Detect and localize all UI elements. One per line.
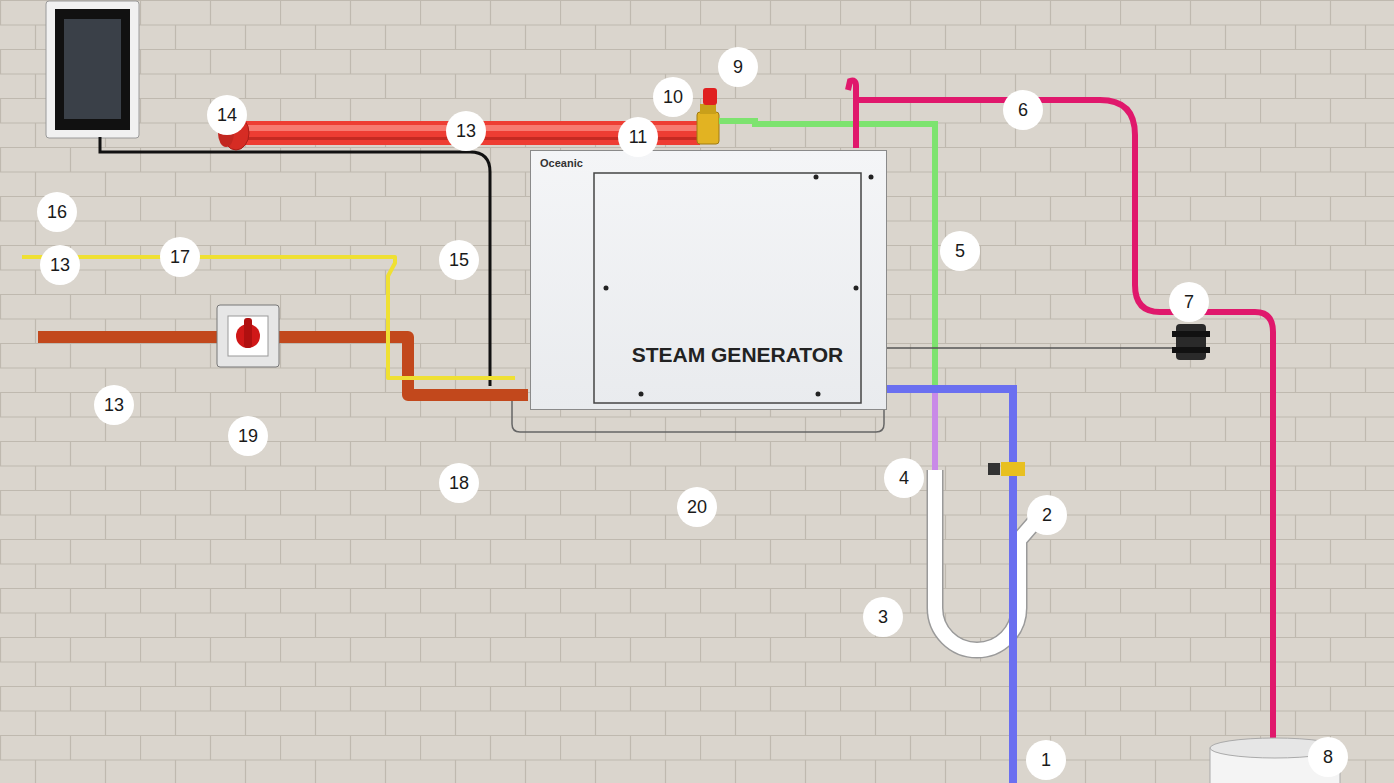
- isolator-switch: [217, 305, 279, 367]
- callout-number: 20: [687, 497, 707, 518]
- steam-generator-box: OceanicSTEAM GENERATOR: [530, 150, 887, 410]
- callout-circle: 4: [884, 458, 924, 498]
- callout-number: 18: [449, 473, 469, 494]
- callout-circle: 8: [1308, 737, 1348, 777]
- callout-number: 13: [456, 121, 476, 142]
- callout-circle: 13: [94, 385, 134, 425]
- callout-circle: 11: [618, 117, 658, 157]
- solenoid-valve: [1172, 324, 1210, 360]
- callout-number: 3: [878, 607, 888, 628]
- callout-circle: 1: [1026, 740, 1066, 780]
- callout-number: 13: [50, 255, 70, 276]
- callout-number: 14: [217, 105, 237, 126]
- callout-number: 1: [1041, 750, 1051, 771]
- water-inlet-riser: [848, 81, 856, 148]
- main-drain-pipe: [880, 389, 1013, 783]
- callout-number: 8: [1323, 747, 1333, 768]
- drain-pipe: [932, 392, 938, 472]
- callout-circle: 10: [653, 77, 693, 117]
- callout-circle: 3: [863, 597, 903, 637]
- callout-number: 11: [629, 127, 648, 148]
- callout-number: 6: [1018, 100, 1028, 121]
- safety-valve: [697, 88, 719, 144]
- control-panel: [46, 1, 139, 138]
- callout-number: 10: [663, 87, 683, 108]
- callout-number: 2: [1042, 505, 1052, 526]
- callout-circle: 13: [446, 111, 486, 151]
- callout-circle: 19: [228, 416, 268, 456]
- water-supply-pipe: [858, 100, 1273, 752]
- callout-circle: 7: [1169, 282, 1209, 322]
- callout-number: 19: [238, 426, 258, 447]
- callout-circle: 9: [718, 47, 758, 87]
- callout-number: 5: [955, 241, 965, 262]
- unit-name: STEAM GENERATOR: [594, 343, 881, 367]
- callout-circle: 14: [207, 95, 247, 135]
- callout-circle: 20: [677, 487, 717, 527]
- control-cable: [100, 137, 490, 386]
- callout-circle: 13: [40, 245, 80, 285]
- trap-outline: [935, 470, 1045, 650]
- drain-trap: [935, 470, 1045, 650]
- callout-number: 13: [104, 395, 124, 416]
- callout-circle: 17: [160, 237, 200, 277]
- callout-number: 15: [449, 250, 469, 271]
- callout-circle: 18: [439, 463, 479, 503]
- callout-circle: 2: [1027, 495, 1067, 535]
- callout-circle: 15: [439, 240, 479, 280]
- callout-circle: 6: [1003, 90, 1043, 130]
- callout-number: 16: [47, 202, 67, 223]
- front-panel: [531, 151, 886, 409]
- callout-circle: 16: [37, 192, 77, 232]
- callout-number: 7: [1184, 292, 1194, 313]
- pipe-clamp: [988, 462, 1025, 476]
- callout-number: 4: [899, 468, 909, 489]
- brand-label: Oceanic: [540, 157, 583, 169]
- callout-circle: 5: [940, 231, 980, 271]
- earth-wire: [22, 257, 515, 378]
- callout-number: 9: [733, 57, 743, 78]
- callout-number: 17: [170, 247, 190, 268]
- valve-wire: [880, 347, 1180, 349]
